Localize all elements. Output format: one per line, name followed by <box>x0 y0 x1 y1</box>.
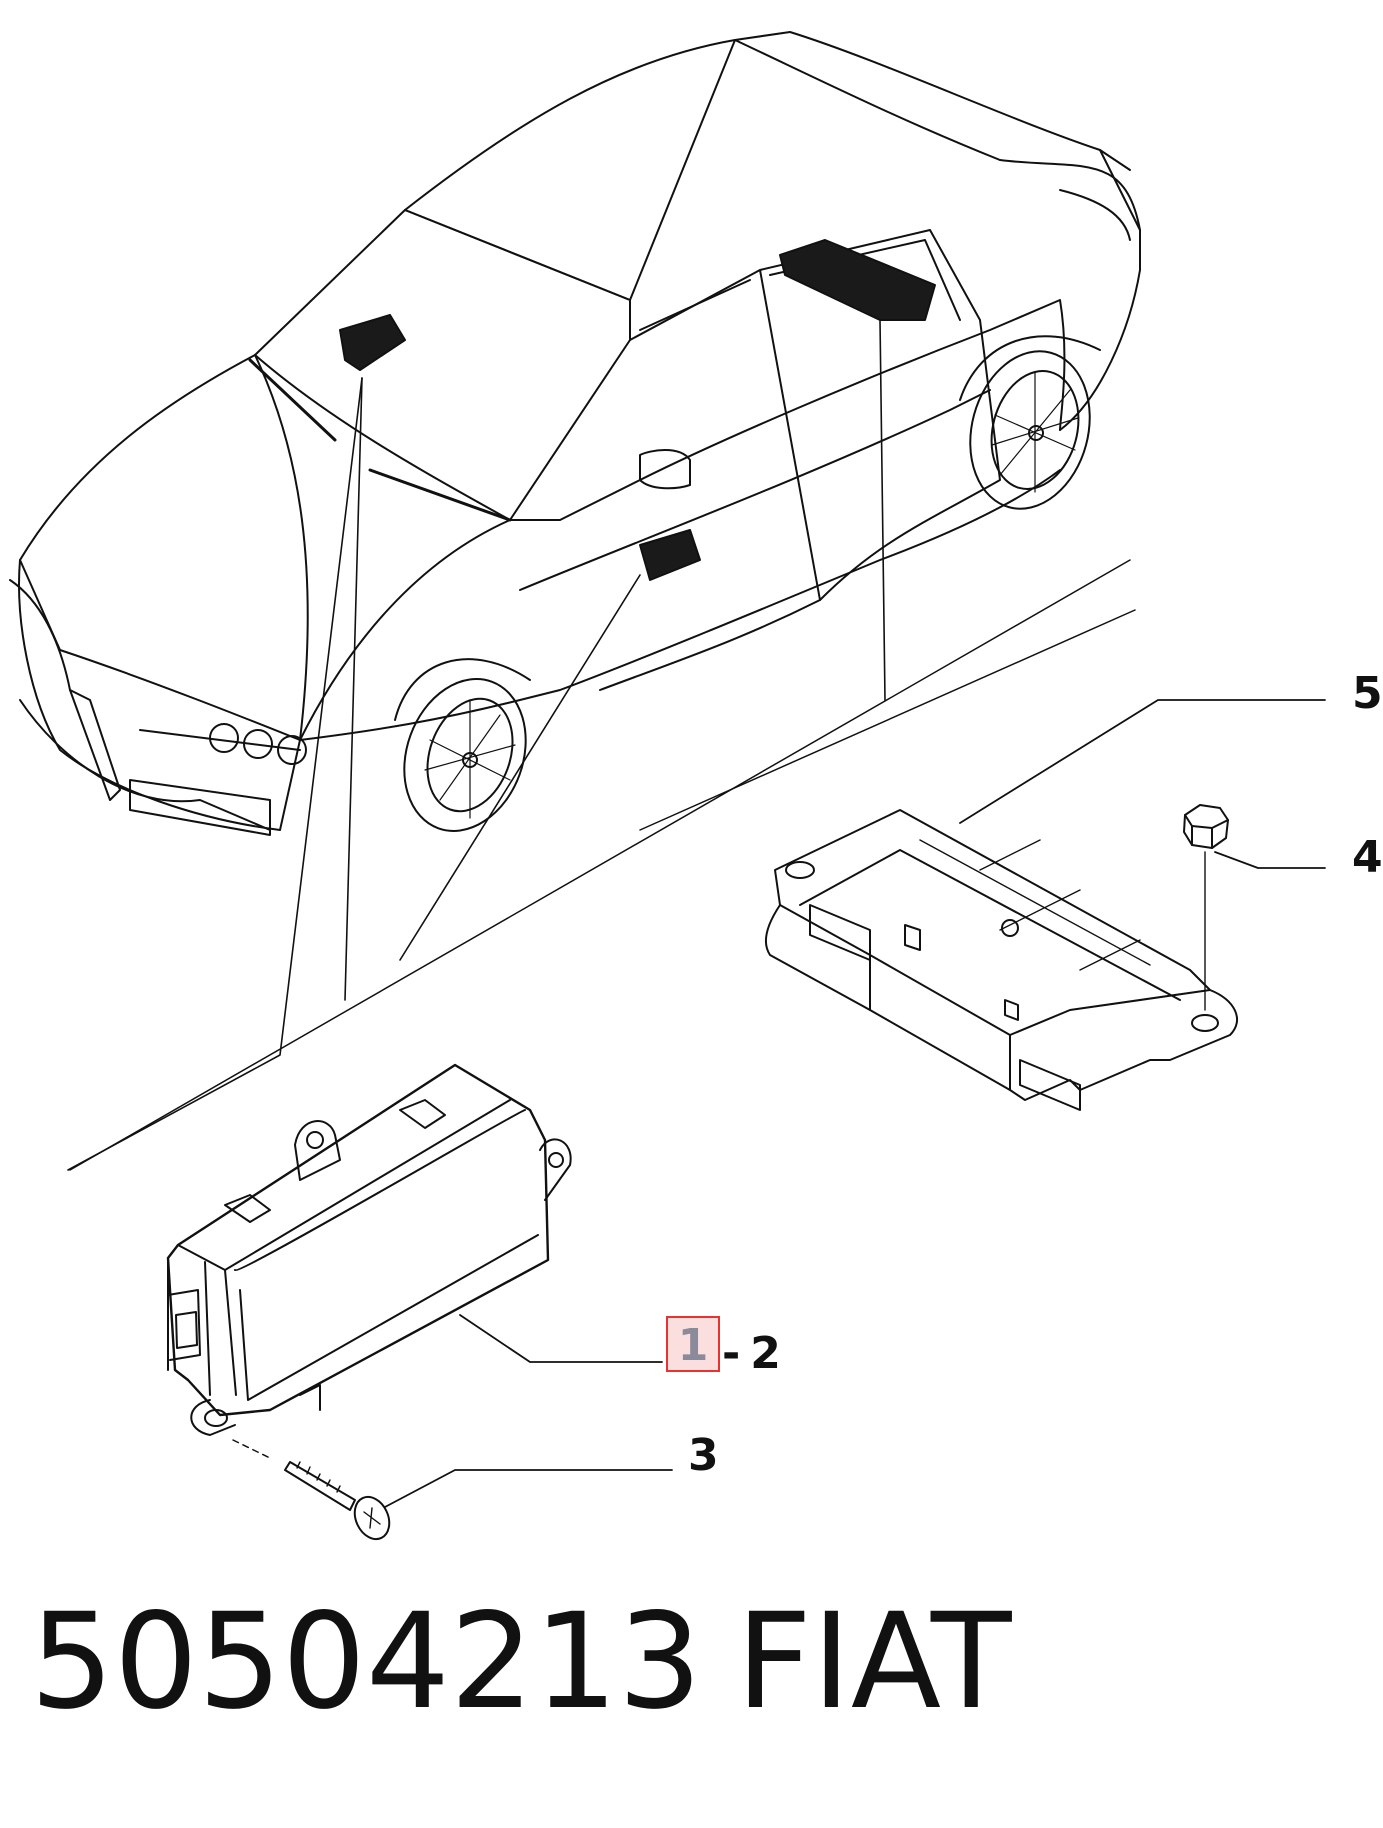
control-module-5 <box>764 809 1239 1111</box>
brand-name: FIAT <box>736 1585 1012 1739</box>
module-location-door <box>639 529 701 581</box>
leader-4 <box>1214 851 1326 869</box>
ground-lines <box>69 559 1136 1171</box>
callout-2-number: 2 <box>750 1328 781 1379</box>
callout-dash: - <box>722 1328 741 1379</box>
module-location-rear <box>779 239 936 321</box>
front-bumper <box>18 559 301 831</box>
car-hood <box>19 354 301 741</box>
windscreen <box>254 209 631 521</box>
side-mirror <box>639 449 691 490</box>
rear-wheel <box>959 335 1101 510</box>
module-location-roof <box>339 314 406 371</box>
car-illustration <box>9 31 1141 836</box>
car-roof <box>404 31 1131 211</box>
leader-1-2 <box>459 1314 663 1363</box>
leader-3 <box>384 1469 673 1508</box>
grille <box>69 689 121 801</box>
part-number: 50504213 <box>30 1585 702 1739</box>
callout-3: 3 <box>688 1430 719 1481</box>
front-door <box>599 269 821 691</box>
front-wheel <box>394 658 531 832</box>
callout-4: 4 <box>1352 832 1383 883</box>
callout-2: -2 <box>722 1332 791 1376</box>
leader-lines <box>67 319 886 1171</box>
rear-door <box>759 229 1001 601</box>
callout-1-highlighted[interactable]: 1 <box>666 1316 720 1372</box>
nut-4 <box>1183 804 1229 1011</box>
control-unit-1-2 <box>166 1063 572 1436</box>
leader-5 <box>959 699 1326 824</box>
wiper-arm <box>248 358 337 442</box>
callout-5: 5 <box>1352 668 1383 719</box>
screw-3 <box>232 1439 391 1541</box>
